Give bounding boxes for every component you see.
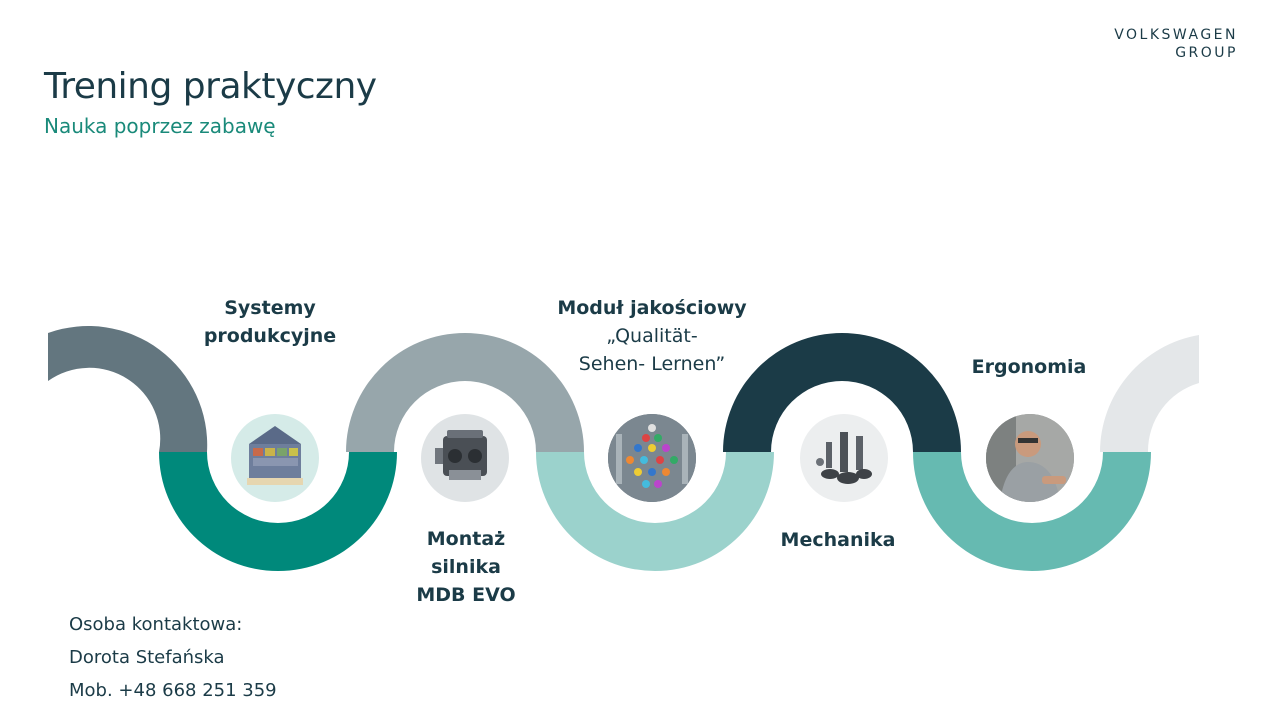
wave-segment-1 bbox=[48, 326, 208, 452]
label-line: Sehen- Lernen” bbox=[578, 353, 726, 375]
quality-board-image bbox=[608, 414, 696, 502]
label-mechanika: Mechanika bbox=[758, 526, 918, 554]
page-title: Trening praktyczny bbox=[44, 66, 377, 107]
contact-phone: Mob. +48 668 251 359 bbox=[69, 680, 277, 701]
contact-name: Dorota Stefańska bbox=[69, 647, 225, 668]
label-montaz-silnika: Montaż silnika MDB EVO bbox=[366, 525, 566, 609]
label-line: Mechanika bbox=[780, 529, 896, 551]
engine-image bbox=[421, 414, 509, 502]
contact-block: Osoba kontaktowa: Dorota Stefańska Mob. … bbox=[69, 608, 277, 707]
mechanical-parts-image bbox=[800, 414, 888, 502]
label-line: produkcyjne bbox=[203, 325, 337, 347]
label-systemy-produkcyjne: Systemy produkcyjne bbox=[170, 294, 370, 350]
label-line: „Qualität- bbox=[606, 325, 698, 347]
contact-heading: Osoba kontaktowa: bbox=[69, 614, 243, 635]
worker-image bbox=[986, 414, 1074, 502]
page-subtitle: Nauka poprzez zabawę bbox=[44, 114, 276, 138]
wave-segment-7 bbox=[1100, 335, 1199, 452]
volkswagen-group-logo: VOLKSWAGEN GROUP bbox=[1114, 26, 1238, 62]
wave-segment-3 bbox=[346, 333, 584, 452]
logo-line1: VOLKSWAGEN bbox=[1114, 27, 1238, 43]
label-line: MDB EVO bbox=[416, 584, 516, 606]
label-line: silnika bbox=[431, 556, 501, 578]
wave-segment-2 bbox=[159, 452, 397, 571]
label-ergonomia: Ergonomia bbox=[944, 353, 1114, 381]
label-line: Ergonomia bbox=[971, 356, 1087, 378]
wave-segment-6 bbox=[913, 452, 1151, 571]
wave-segment-5 bbox=[723, 333, 961, 452]
wave-segment-4 bbox=[536, 452, 774, 571]
label-line: Montaż bbox=[426, 528, 506, 550]
label-modul-jakosciowy: Moduł jakościowy „Qualität- Sehen- Lerne… bbox=[532, 294, 772, 378]
production-system-image bbox=[231, 414, 319, 502]
logo-line2: GROUP bbox=[1175, 45, 1238, 61]
label-line: Moduł jakościowy bbox=[557, 297, 747, 319]
label-line: Systemy bbox=[224, 297, 316, 319]
